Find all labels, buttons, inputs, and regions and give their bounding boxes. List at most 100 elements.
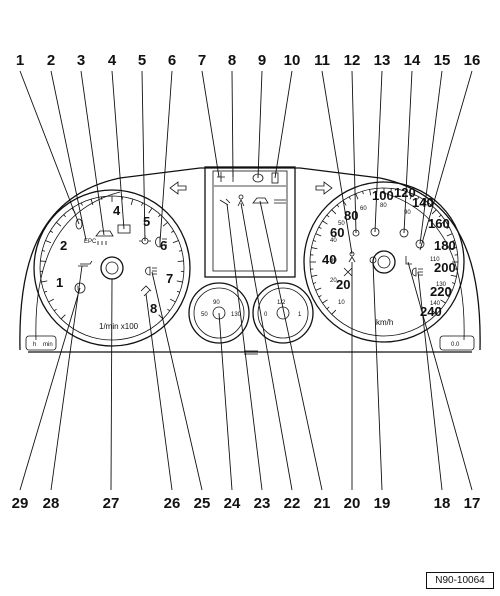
dial-tick <box>172 240 179 244</box>
callout-top-5: 5 <box>138 52 146 69</box>
callout-bottom-23: 23 <box>254 495 271 512</box>
callout-top-1: 1 <box>16 52 24 69</box>
dial-tick <box>446 226 450 229</box>
dial-tick <box>44 290 48 293</box>
coolant-gauge-top-value: 90 <box>213 300 220 306</box>
callout-bottom-27: 27 <box>103 495 120 512</box>
dial-tick <box>355 193 359 200</box>
leader-line <box>417 271 443 491</box>
dial-tick <box>177 260 184 262</box>
trip-reset-button[interactable]: h min <box>25 335 57 351</box>
callout-top-12: 12 <box>344 52 361 69</box>
speedo-outer-number: 100 <box>372 188 394 203</box>
speedo-outer-number: 120 <box>394 185 416 200</box>
coolant-level-icon <box>217 172 225 182</box>
speedo-outer-number: 200 <box>434 260 456 275</box>
leader-line <box>231 70 234 178</box>
leader-line <box>151 271 203 491</box>
callout-top-13: 13 <box>374 52 391 69</box>
epc-label: EPC <box>84 239 97 245</box>
leader-line <box>159 70 173 243</box>
fuel-gauge-left-value: 0 <box>264 312 268 318</box>
dial-tick <box>438 214 442 218</box>
leader-line <box>201 70 220 178</box>
callout-bottom-29: 29 <box>12 495 29 512</box>
dial-tick <box>148 207 153 214</box>
dial-tick <box>331 209 337 215</box>
callout-top-4: 4 <box>108 52 117 69</box>
leader-line <box>145 293 173 491</box>
dial-tick <box>167 308 171 312</box>
speedo-inner-number: 140 <box>430 301 441 307</box>
dial-tick <box>421 200 426 206</box>
glow-plug-icon <box>97 241 107 245</box>
speedo-inner-number: 30 <box>330 258 337 264</box>
car-door-icon <box>95 230 114 237</box>
leader-line <box>403 70 413 234</box>
dial-tick <box>450 247 457 250</box>
leader-line <box>372 261 383 491</box>
trip-select-button[interactable]: 0.0 <box>439 335 475 351</box>
tach-number-2: 2 <box>60 238 67 253</box>
trailer-icon <box>405 256 412 265</box>
trip-button-label-h: h <box>33 342 36 348</box>
coolant-gauge-right-value: 130 <box>231 312 242 318</box>
leader-line <box>374 70 383 233</box>
dial-tick <box>63 214 66 218</box>
dial-tick <box>178 250 182 252</box>
dial-tick <box>326 306 330 310</box>
speedo-inner-number: 110 <box>430 257 440 263</box>
callout-bottom-28: 28 <box>43 495 60 512</box>
leader-line <box>257 70 263 179</box>
dial-tick <box>170 230 174 233</box>
leader-line <box>226 203 263 491</box>
leader-line <box>351 70 357 234</box>
oil-pressure-icon <box>78 260 93 267</box>
dial-tick <box>440 299 446 304</box>
dial-tick <box>90 198 94 205</box>
dial-tick <box>56 222 62 227</box>
leader-line <box>259 200 323 491</box>
dial-tick <box>409 193 413 200</box>
leader-line <box>80 70 105 236</box>
dial-tick <box>60 314 66 320</box>
callout-bottom-24: 24 <box>224 495 241 512</box>
dial-tick <box>322 299 328 304</box>
dial-tick <box>176 280 183 283</box>
leader-line <box>240 202 293 491</box>
dial-tick <box>336 204 340 208</box>
leader-line <box>19 70 80 225</box>
speedo-outer-number: 160 <box>428 216 450 231</box>
dial-tick <box>451 240 455 242</box>
callout-top-9: 9 <box>258 52 266 69</box>
svg-text:!: ! <box>77 286 79 292</box>
speedo-inner-number: 90 <box>404 210 411 216</box>
dial-tick <box>348 196 351 200</box>
speedo-outer-number: 140 <box>412 195 434 210</box>
dial-tick <box>315 287 322 291</box>
dial-tick <box>438 306 442 310</box>
dial-tick <box>322 220 328 225</box>
speedo-outer-number: 240 <box>420 304 442 319</box>
dial-tick <box>451 282 455 284</box>
callout-bottom-20: 20 <box>344 495 361 512</box>
callout-bottom-19: 19 <box>374 495 391 512</box>
callout-top-8: 8 <box>228 52 236 69</box>
leader-line <box>218 312 233 491</box>
dial-tick <box>170 298 176 303</box>
car-outline-icon <box>252 197 269 204</box>
leader-line <box>141 70 146 242</box>
callout-top-14: 14 <box>404 52 421 69</box>
tachometer: 1 2 4 5 6 7 8 1/min x100 EPC ! <box>33 189 191 347</box>
person-icon <box>237 194 245 207</box>
dial-tick <box>431 309 437 315</box>
tach-number-1: 1 <box>56 275 63 290</box>
dial-tick <box>48 298 54 303</box>
fog-light-icon <box>155 236 167 248</box>
callout-bottom-21: 21 <box>314 495 331 512</box>
speedo-inner-number: 130 <box>436 282 447 288</box>
callout-top-15: 15 <box>434 52 451 69</box>
speedo-inner-number: 20 <box>330 278 337 284</box>
